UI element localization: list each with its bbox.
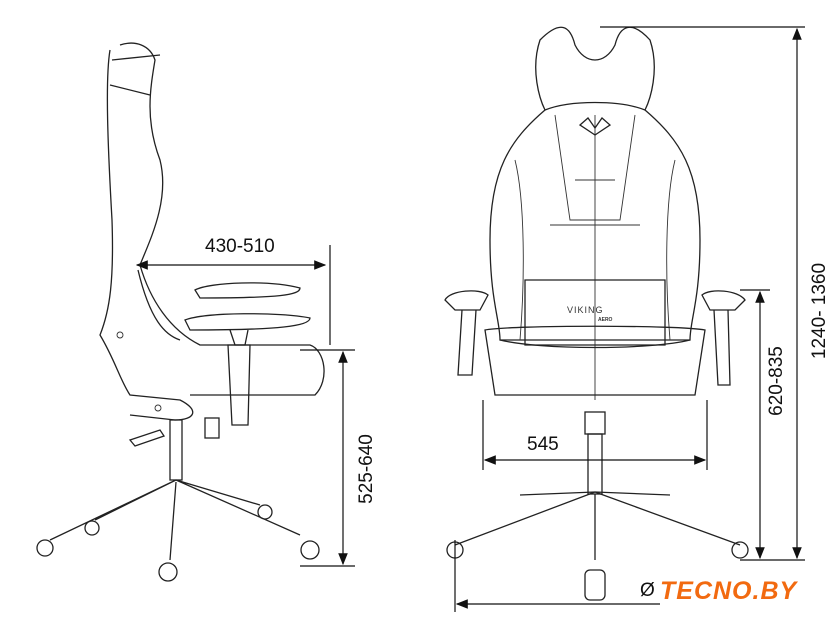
watermark-logo: TECNO.BY <box>660 577 798 605</box>
total-height-label: 1240- 1360 <box>809 262 831 360</box>
chair-model-logo: AERO <box>598 317 613 323</box>
chair-brand-logo: VIKING <box>567 305 604 315</box>
seat-width-label: 545 <box>527 434 559 455</box>
seat-depth-label: 430-510 <box>205 236 275 257</box>
dimension-lines <box>135 26 805 612</box>
base-diameter-label: Ø <box>640 580 655 601</box>
seat-height-label: 525-640 <box>355 434 377 504</box>
armrest-height-label: 620-835 <box>765 346 787 416</box>
side-view-chair <box>36 42 325 582</box>
